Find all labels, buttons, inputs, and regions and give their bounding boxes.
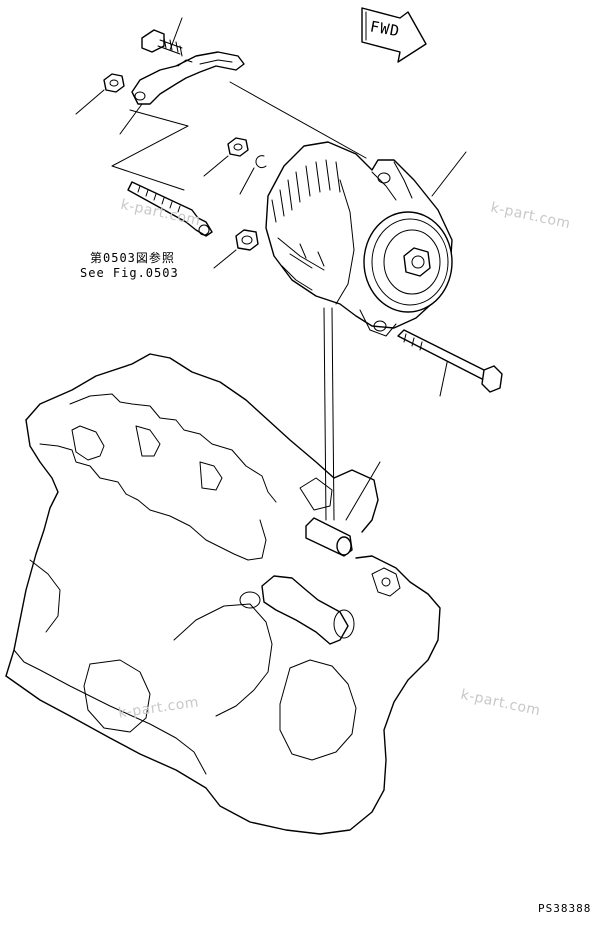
stud-bolt	[127, 181, 213, 237]
reference-label-en: See Fig.0503	[80, 266, 179, 280]
bushing	[305, 517, 353, 557]
alternator	[265, 141, 453, 337]
nut-top-left	[103, 73, 125, 93]
mounting-bolt	[397, 329, 503, 393]
fwd-arrow-icon	[361, 7, 427, 63]
part-code: PS38388	[538, 902, 592, 915]
reference-label-jp: 第0503図参照	[90, 251, 175, 265]
snap-ring	[255, 155, 267, 169]
bracket	[131, 51, 245, 105]
engine-block	[5, 353, 441, 835]
nut-middle	[227, 137, 249, 157]
bolt-top	[141, 29, 183, 57]
leader-lines	[75, 17, 467, 521]
nut-lower	[235, 229, 259, 251]
